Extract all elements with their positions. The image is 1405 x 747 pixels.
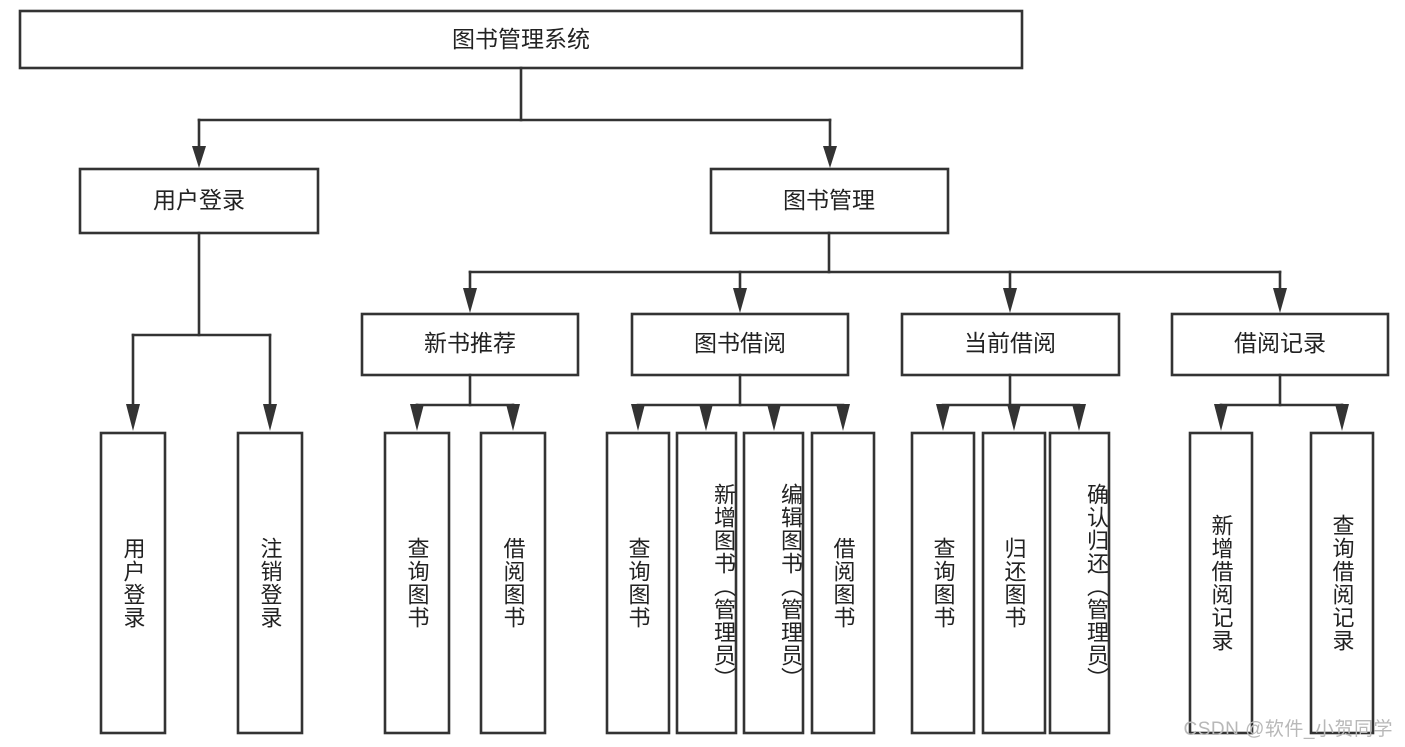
node-book-manage[interactable]: 图书管理 — [709, 167, 950, 235]
node-book-borrow-label: 图书借阅 — [694, 330, 786, 356]
leaf-return-book-box[interactable] — [981, 431, 1047, 735]
node-current-borrow-label: 当前借阅 — [964, 330, 1056, 356]
arrow-to-borrow-record — [1273, 288, 1287, 313]
arrow-to-book-borrow — [733, 288, 747, 313]
node-user-login-label: 用户登录 — [153, 187, 245, 213]
leaf-query-book-3-box[interactable] — [910, 431, 976, 735]
leaf-user-login-box[interactable] — [99, 431, 167, 735]
leaf-borrow-book-2-box[interactable] — [810, 431, 876, 735]
arrow-to-user-login — [192, 146, 206, 168]
node-book-manage-label: 图书管理 — [783, 187, 875, 213]
node-borrow-record[interactable]: 借阅记录 — [1170, 312, 1390, 377]
arrow-leaf-query-book-2 — [631, 404, 645, 431]
connector-borrow-record-to-leaves — [1214, 373, 1349, 431]
connector-book-manage-to-level2 — [463, 231, 1287, 313]
arrow-to-current-borrow — [1003, 288, 1017, 313]
arrow-leaf-borrow-book-1 — [506, 404, 520, 431]
arrow-leaf-borrow-book-2 — [836, 404, 850, 431]
node-new-book-recommend[interactable]: 新书推荐 — [360, 312, 580, 377]
node-current-borrow[interactable]: 当前借阅 — [900, 312, 1121, 377]
leaf-boxes — [99, 431, 1375, 735]
connector-new-book-to-leaves — [410, 373, 520, 431]
arrow-leaf-user-login — [126, 404, 140, 431]
leaf-query-record-box[interactable] — [1309, 431, 1375, 735]
leaf-user-logout-box[interactable] — [236, 431, 304, 735]
arrow-leaf-confirm-return — [1072, 404, 1086, 431]
arrow-leaf-query-book-3 — [936, 404, 950, 431]
arrow-to-book-manage — [823, 146, 837, 168]
connector-root-to-level1 — [192, 66, 837, 168]
leaf-add-book-box[interactable] — [675, 431, 738, 735]
node-new-book-recommend-box — [360, 312, 580, 377]
leaf-query-book-2-box[interactable] — [605, 431, 671, 735]
connector-current-borrow-to-leaves — [936, 373, 1086, 431]
arrow-to-new-book-recommend — [463, 288, 477, 313]
arrow-leaf-query-record — [1335, 404, 1349, 431]
leaf-query-book-1-box[interactable] — [383, 431, 451, 735]
node-book-borrow[interactable]: 图书借阅 — [630, 312, 850, 377]
arrow-leaf-add-record — [1214, 404, 1228, 431]
connector-book-borrow-to-leaves — [631, 373, 850, 431]
node-book-borrow-box — [630, 312, 850, 377]
node-user-login[interactable]: 用户登录 — [78, 167, 320, 235]
connector-user-login-to-leaves — [126, 231, 277, 431]
leaf-confirm-return-box[interactable] — [1048, 431, 1111, 735]
arrow-leaf-return-book — [1007, 404, 1021, 431]
leaf-borrow-book-1-box[interactable] — [479, 431, 547, 735]
node-book-manage-box — [709, 167, 950, 235]
arrow-leaf-add-book — [699, 404, 713, 431]
arrow-leaf-query-book-1 — [410, 404, 424, 431]
arrow-leaf-edit-book — [767, 404, 781, 431]
node-root-label: 图书管理系统 — [452, 26, 590, 52]
csdn-watermark: CSDN @软件_小贺同学 — [1183, 719, 1393, 740]
node-current-borrow-box — [900, 312, 1121, 377]
node-new-book-recommend-label: 新书推荐 — [424, 330, 516, 356]
leaf-edit-book-box[interactable] — [742, 431, 805, 735]
arrow-leaf-user-logout — [263, 404, 277, 431]
node-borrow-record-box — [1170, 312, 1390, 377]
node-root[interactable]: 图书管理系统 — [18, 9, 1024, 70]
leaf-add-record-box[interactable] — [1188, 431, 1254, 735]
node-root-box — [18, 9, 1024, 70]
node-borrow-record-label: 借阅记录 — [1234, 330, 1326, 356]
